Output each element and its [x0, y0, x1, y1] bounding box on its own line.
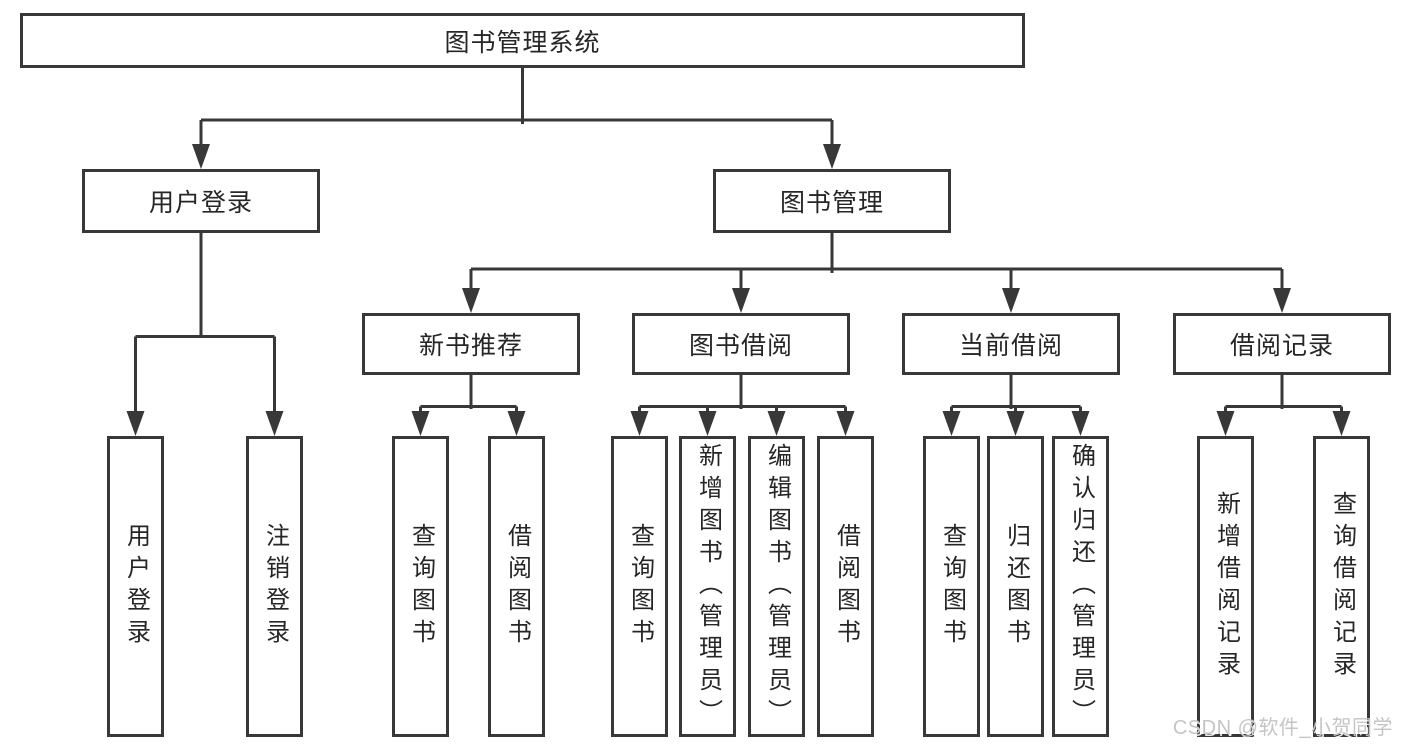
leaf-query-borrow-record-label: 查询借阅记录	[1328, 490, 1356, 683]
leaf-add-borrow-record: 新增借阅记录	[1197, 436, 1254, 737]
node-new-book-recommendation-label: 新书推荐	[418, 332, 523, 360]
leaf-confirm-return-admin: 确认归还（管理员）	[1052, 436, 1109, 737]
node-borrowing-records: 借阅记录	[1173, 313, 1391, 375]
watermark: CSDN @软件_小贺同学	[1172, 717, 1393, 739]
leaf-query-books-3: 查询图书	[923, 436, 980, 737]
leaf-user-login: 用户登录	[107, 436, 164, 737]
node-library-system-label: 图书管理系统	[444, 28, 601, 57]
leaf-query-borrow-record: 查询借阅记录	[1313, 436, 1370, 737]
leaf-return-book: 归还图书	[987, 436, 1044, 737]
node-book-management-label: 图书管理	[779, 189, 884, 217]
leaf-borrow-books-1: 借阅图书	[488, 436, 545, 737]
leaf-logout-login: 注销登录	[246, 436, 303, 737]
node-book-borrowing: 图书借阅	[632, 313, 850, 375]
node-library-system: 图书管理系统	[20, 13, 1025, 68]
leaf-query-books-1: 查询图书	[392, 436, 449, 737]
node-current-borrowing-label: 当前借阅	[958, 332, 1063, 360]
node-user-login-label: 用户登录	[148, 189, 253, 217]
node-user-login: 用户登录	[82, 169, 320, 233]
node-current-borrowing: 当前借阅	[902, 313, 1120, 375]
leaf-add-book-admin: 新增图书（管理员）	[679, 436, 736, 737]
leaf-add-borrow-record-label: 新增借阅记录	[1212, 490, 1240, 683]
leaf-borrow-books-1-label: 借阅图书	[503, 522, 531, 651]
leaf-add-book-admin-label: 新增图书（管理员）	[694, 442, 722, 731]
leaf-user-login-label: 用户登录	[122, 522, 150, 651]
leaf-edit-book-admin: 编辑图书（管理员）	[748, 436, 805, 737]
leaf-query-books-2: 查询图书	[611, 436, 668, 737]
node-new-book-recommendation: 新书推荐	[362, 313, 580, 375]
leaf-query-books-1-label: 查询图书	[407, 522, 435, 651]
leaf-borrow-books-2-label: 借阅图书	[832, 522, 860, 651]
leaf-logout-login-label: 注销登录	[261, 522, 289, 651]
leaf-confirm-return-admin-label: 确认归还（管理员）	[1067, 442, 1095, 731]
node-book-borrowing-label: 图书借阅	[688, 332, 793, 360]
leaf-return-book-label: 归还图书	[1002, 522, 1030, 651]
node-book-management: 图书管理	[713, 169, 951, 233]
leaf-borrow-books-2: 借阅图书	[817, 436, 874, 737]
leaf-edit-book-admin-label: 编辑图书（管理员）	[763, 442, 791, 731]
node-borrowing-records-label: 借阅记录	[1229, 332, 1334, 360]
leaf-query-books-3-label: 查询图书	[938, 522, 966, 651]
leaf-query-books-2-label: 查询图书	[626, 522, 654, 651]
